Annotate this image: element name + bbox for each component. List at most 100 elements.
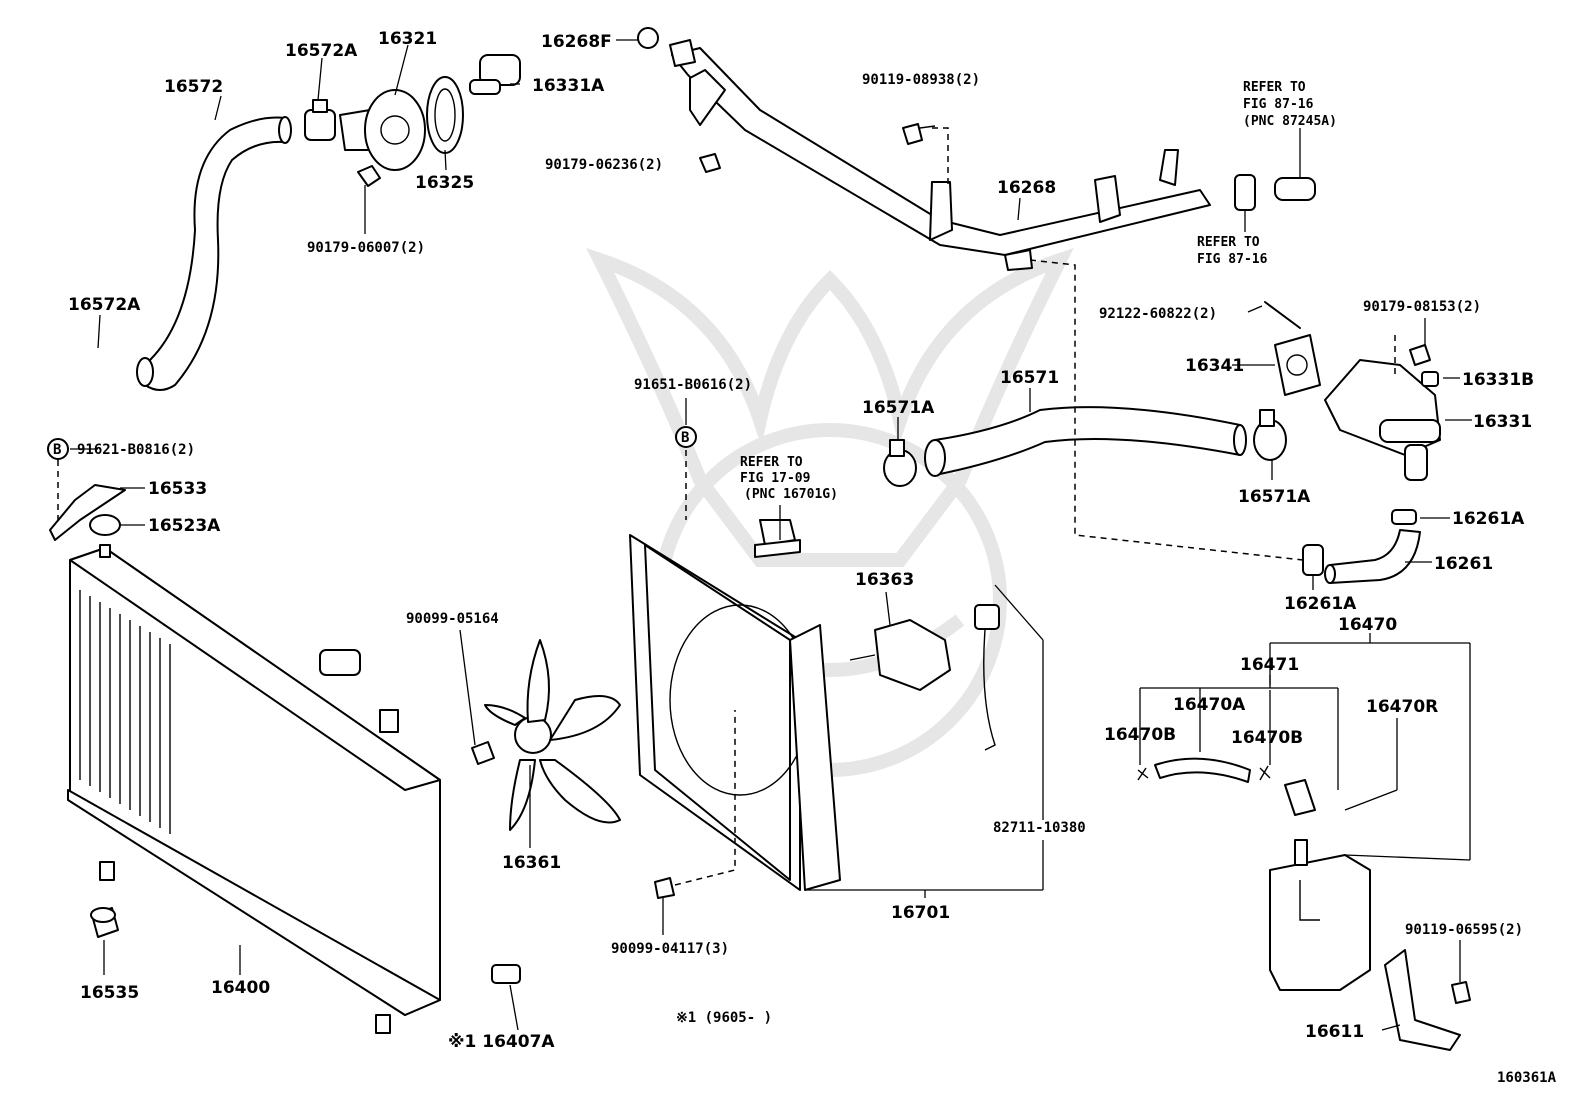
nut-90099-05164 xyxy=(471,741,495,765)
fan-shroud-16711 xyxy=(629,534,841,891)
gasket-16325 xyxy=(426,76,464,154)
wiring-82711-10380 xyxy=(974,604,1000,751)
label-16400: 16400 xyxy=(211,978,270,998)
bolt-90099-04117 xyxy=(654,877,675,899)
label-90099-04117: 90099-04117(3) xyxy=(611,941,729,957)
drain-cock-16407A xyxy=(491,964,521,984)
label-91651-B0616: 91651-B0616(2) xyxy=(634,377,752,393)
hose-16470A xyxy=(1154,757,1251,783)
label-90179-06007: 90179-06007(2) xyxy=(307,240,425,256)
label-16268F: 16268F xyxy=(541,32,612,52)
label-16572A-low: 16572A xyxy=(68,295,141,315)
cushion-16523A xyxy=(89,514,121,536)
b-marker-2: B xyxy=(675,426,697,448)
bracket-16533 xyxy=(49,484,126,541)
clamp-16571A-right xyxy=(1253,409,1287,461)
thermostat-16331A xyxy=(469,54,521,95)
label-92122-60822: 92122-60822(2) xyxy=(1099,306,1217,322)
label-90179-08153: 90179-08153(2) xyxy=(1363,299,1481,315)
b-marker-1: B xyxy=(47,438,69,460)
label-16407A: ※1 16407A xyxy=(448,1032,555,1052)
nut-90179-08153 xyxy=(1409,344,1431,366)
radiator-hose-16572 xyxy=(136,116,292,391)
bolt-90119-06595 xyxy=(1451,981,1471,1004)
label-16331B: 16331B xyxy=(1462,370,1534,390)
label-16268: 16268 xyxy=(997,178,1056,198)
refer-note-box xyxy=(754,505,801,558)
label-16571A-left: 16571A xyxy=(862,398,935,418)
stud-92122-60822 xyxy=(1264,301,1301,329)
label-90099-05164: 90099-05164 xyxy=(406,611,499,627)
radiator-core-fins xyxy=(79,590,171,834)
label-16470B-left: 16470B xyxy=(1104,725,1176,745)
clamp-16261A-top xyxy=(1391,509,1417,525)
refer3-line2: FIG 17-09 xyxy=(740,471,810,486)
bolt-90119-08938 xyxy=(902,123,936,145)
label-16611: 16611 xyxy=(1305,1022,1364,1042)
label-16331A: 16331A xyxy=(532,76,605,96)
part-labels: 16572 16572A 16321 16268F 16331A 16325 9… xyxy=(68,29,1557,1086)
dashed-reference-lines xyxy=(57,127,1396,886)
label-16470: 16470 xyxy=(1338,615,1397,635)
gasket-16341 xyxy=(1274,334,1321,396)
label-16470R: 16470R xyxy=(1366,697,1438,717)
label-90119-06595: 90119-06595(2) xyxy=(1405,922,1523,938)
label-16571: 16571 xyxy=(1000,368,1059,388)
label-16261: 16261 xyxy=(1434,554,1493,574)
label-82711-10380: 82711-10380 xyxy=(993,820,1086,836)
clamp-16572A-top xyxy=(304,99,336,141)
label-16470B-right: 16470B xyxy=(1231,728,1303,748)
label-16701: 16701 xyxy=(891,903,950,923)
footnote-label: ※1 (9605- ) xyxy=(676,1010,772,1026)
label-90179-06236: 90179-06236(2) xyxy=(545,157,663,173)
label-16572A-top: 16572A xyxy=(285,41,358,61)
label-16535: 16535 xyxy=(80,983,139,1003)
hose-16261 xyxy=(1324,529,1421,584)
label-16261A-top: 16261A xyxy=(1452,509,1525,529)
cap-16470R xyxy=(1284,779,1316,816)
reservoir-16470 xyxy=(1269,839,1371,991)
radiator-16400 xyxy=(67,544,441,1034)
nut-90179-06007 xyxy=(357,165,381,187)
bypass-pipe-16268 xyxy=(669,39,1211,271)
label-16470A: 16470A xyxy=(1173,695,1246,715)
clip-16470B-left xyxy=(1137,767,1149,781)
refer2-line1: REFER TO xyxy=(1197,235,1260,250)
leader-lines xyxy=(70,39,1472,1031)
cushion-16535 xyxy=(90,907,119,938)
label-16533: 16533 xyxy=(148,479,207,499)
hose-ends-right xyxy=(1234,174,1316,211)
refer1-line1: REFER TO xyxy=(1243,80,1306,95)
label-16572: 16572 xyxy=(164,77,223,97)
label-16363: 16363 xyxy=(855,570,914,590)
fan-motor-16363 xyxy=(849,619,951,691)
label-16331: 16331 xyxy=(1473,412,1532,432)
label-91621-B0816: 91621-B0816(2) xyxy=(77,442,195,458)
water-outlet-16331 xyxy=(1324,359,1441,481)
label-16321: 16321 xyxy=(378,29,437,49)
nut-90179-06236 xyxy=(699,153,721,173)
refer2-line2: FIG 87-16 xyxy=(1197,252,1268,267)
refer3-line3: (PNC 16701G) xyxy=(744,487,838,502)
label-16341: 16341 xyxy=(1185,356,1244,376)
plug-16331B xyxy=(1421,371,1439,387)
bracket-16611 xyxy=(1384,949,1461,1051)
clamp-16571A-left xyxy=(883,439,917,487)
b-marker-1-label: B xyxy=(53,442,61,458)
clip-16470B-right xyxy=(1259,765,1271,781)
label-16361: 16361 xyxy=(502,853,561,873)
refer1-line2: FIG 87-16 xyxy=(1243,97,1314,112)
label-90119-08938: 90119-08938(2) xyxy=(862,72,980,88)
label-16571A-right: 16571A xyxy=(1238,487,1311,507)
label-16471: 16471 xyxy=(1240,655,1299,675)
water-inlet-16321 xyxy=(339,89,426,171)
fan-16361 xyxy=(484,639,621,831)
refer3-line1: REFER TO xyxy=(740,455,803,470)
figure-id: 160361A xyxy=(1497,1070,1557,1086)
gasket-16268F xyxy=(637,27,659,49)
clamp-16261A-low xyxy=(1302,544,1324,576)
b-marker-2-label: B xyxy=(681,430,689,446)
refer1-line3: (PNC 87245A) xyxy=(1243,114,1337,129)
radiator-hose-16571 xyxy=(924,406,1247,477)
